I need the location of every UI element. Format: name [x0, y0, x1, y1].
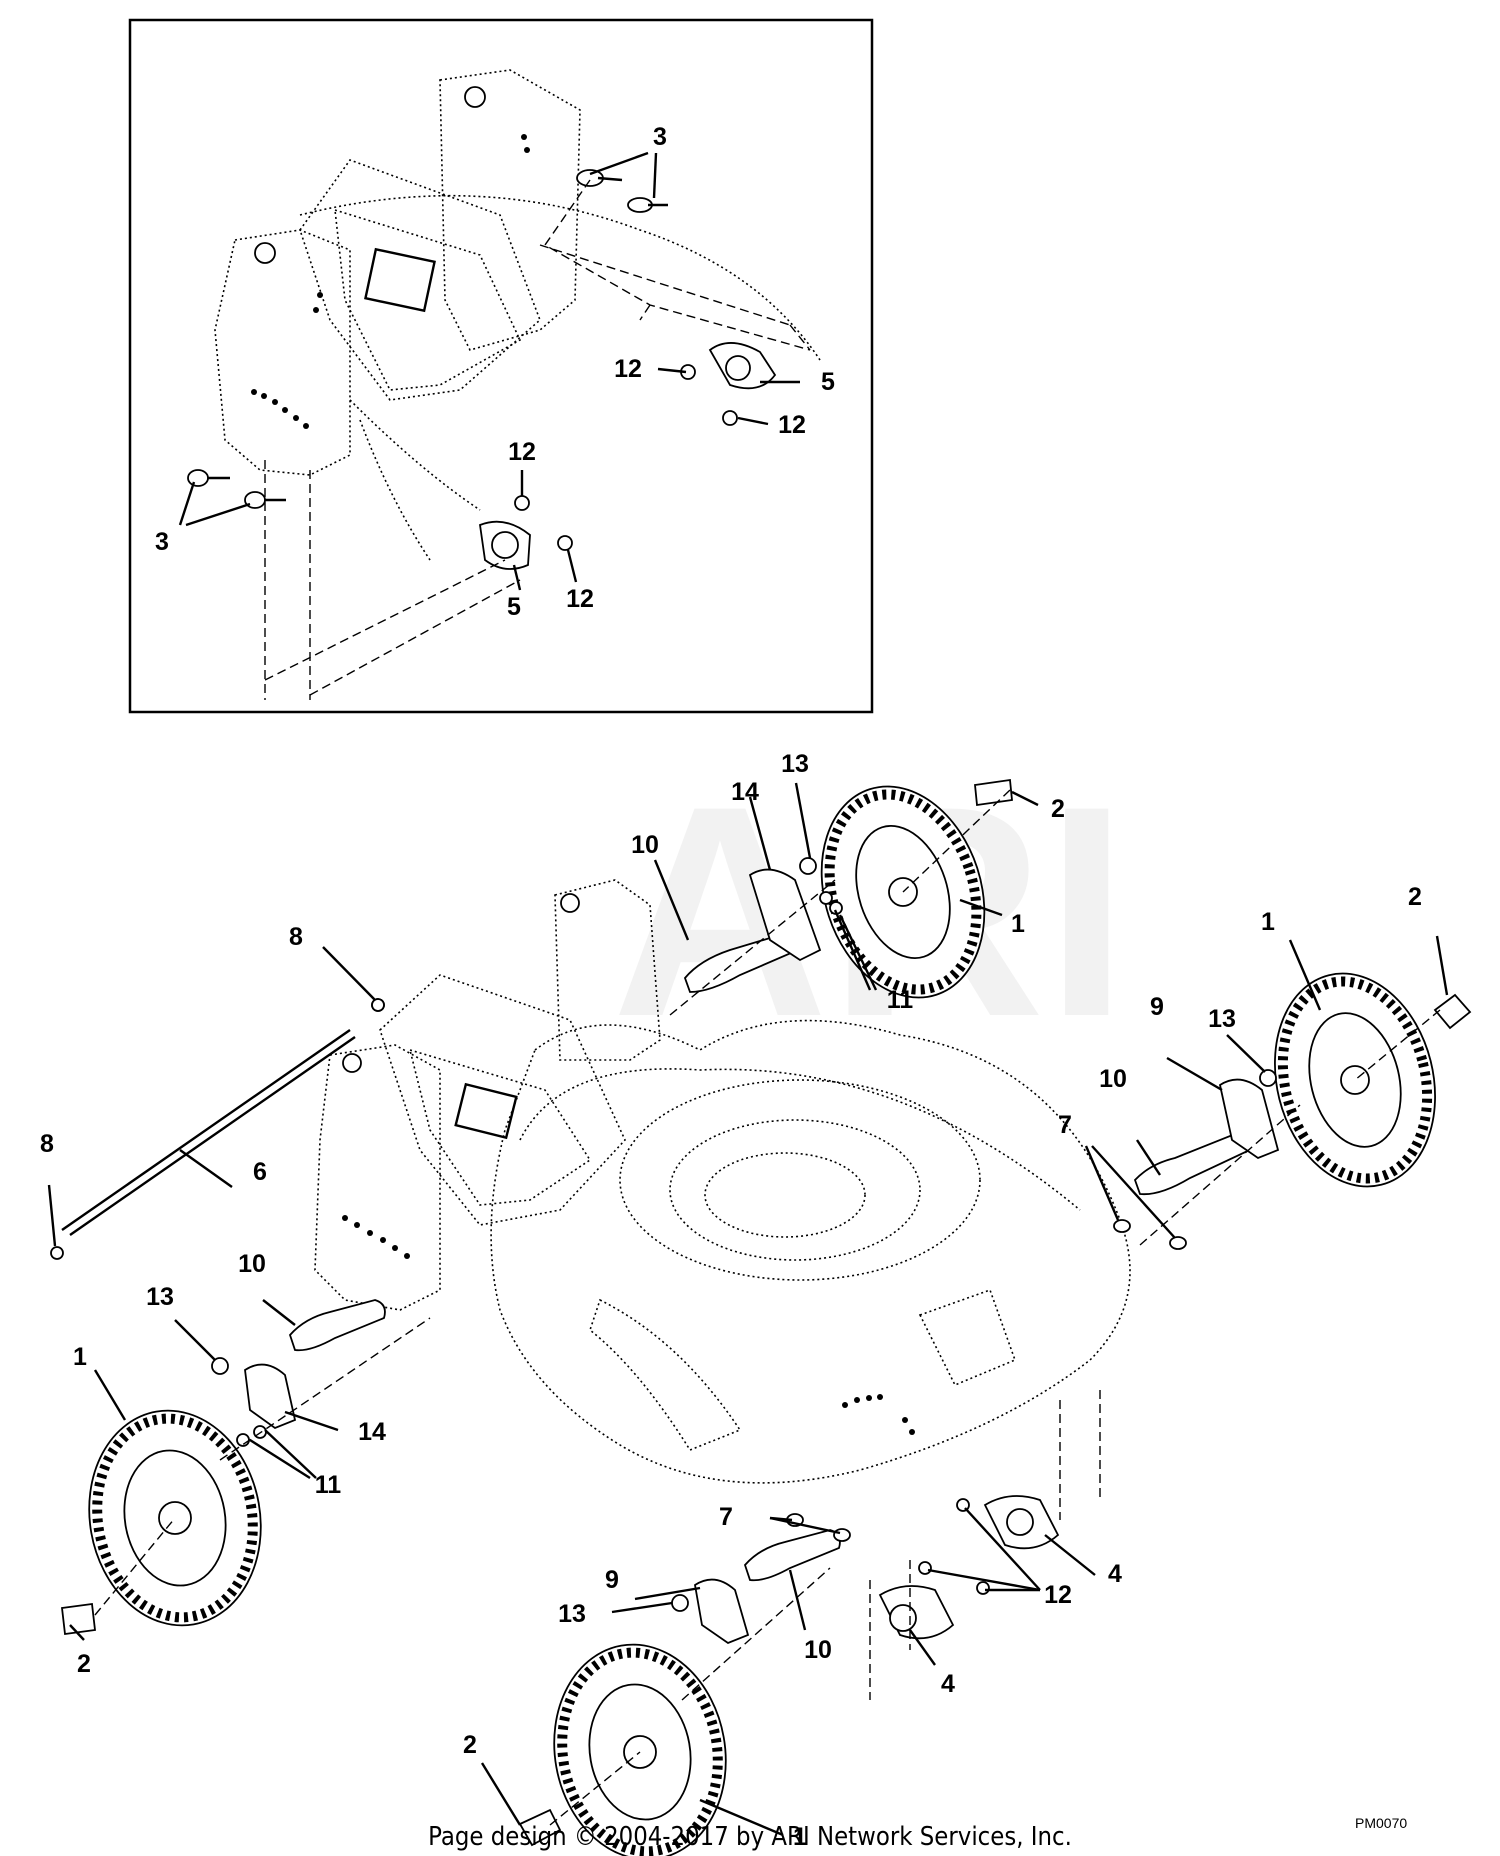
callout-8: 8 [289, 923, 303, 951]
callout-14: 14 [358, 1418, 386, 1446]
callout-1: 1 [73, 1343, 87, 1371]
main-drawing [50, 778, 1472, 1856]
callout-3-top: 3 [653, 123, 667, 151]
callout-12: 12 [1044, 1581, 1072, 1609]
inset-leaders [178, 151, 800, 591]
copyright-footer: Page design © 2004-2017 by ARI Network S… [428, 1822, 1072, 1852]
callout-11: 11 [315, 1471, 342, 1499]
inset-frame [128, 18, 874, 714]
inset-drawing [187, 69, 821, 700]
callout-9: 9 [605, 1566, 619, 1594]
callout-13: 13 [146, 1283, 174, 1311]
callout-4: 4 [941, 1670, 955, 1698]
main-leaders [47, 782, 1449, 1837]
callout-8: 8 [40, 1130, 54, 1158]
callout-9: 9 [1150, 993, 1164, 1021]
inset-callouts: 3 3 12 5 12 12 5 12 [155, 123, 835, 621]
callout-13: 13 [781, 750, 809, 778]
callout-1: 1 [793, 1823, 807, 1851]
callout-5-right: 5 [821, 368, 835, 396]
callout-7: 7 [719, 1503, 733, 1531]
callout-3-left: 3 [155, 528, 169, 556]
callout-2: 2 [1408, 883, 1422, 911]
callout-12-a: 12 [614, 355, 642, 383]
main-callouts: 13 14 2 10 1 11 2 8 1 13 9 10 7 8 6 10 1… [40, 750, 1422, 1851]
callout-13: 13 [558, 1600, 586, 1628]
callout-14: 14 [731, 778, 759, 806]
callout-11: 11 [887, 986, 914, 1014]
callout-2: 2 [1051, 795, 1065, 823]
callout-2: 2 [463, 1731, 477, 1759]
callout-12-b: 12 [778, 411, 806, 439]
callout-10: 10 [631, 831, 659, 859]
callout-5-bottom: 5 [507, 593, 521, 621]
callout-13: 13 [1208, 1005, 1236, 1033]
callout-12-d: 12 [566, 585, 594, 613]
callout-12-c: 12 [508, 438, 536, 466]
callout-7: 7 [1058, 1111, 1072, 1139]
callout-10: 10 [804, 1636, 832, 1664]
callout-1: 1 [1261, 908, 1275, 936]
callout-2: 2 [77, 1650, 91, 1678]
diagram-code: PM0070 [1355, 1815, 1408, 1831]
callout-10: 10 [238, 1250, 266, 1278]
callout-4: 4 [1108, 1560, 1122, 1588]
callout-1: 1 [1011, 910, 1025, 938]
callout-10: 10 [1099, 1065, 1127, 1093]
callout-6: 6 [253, 1158, 267, 1186]
